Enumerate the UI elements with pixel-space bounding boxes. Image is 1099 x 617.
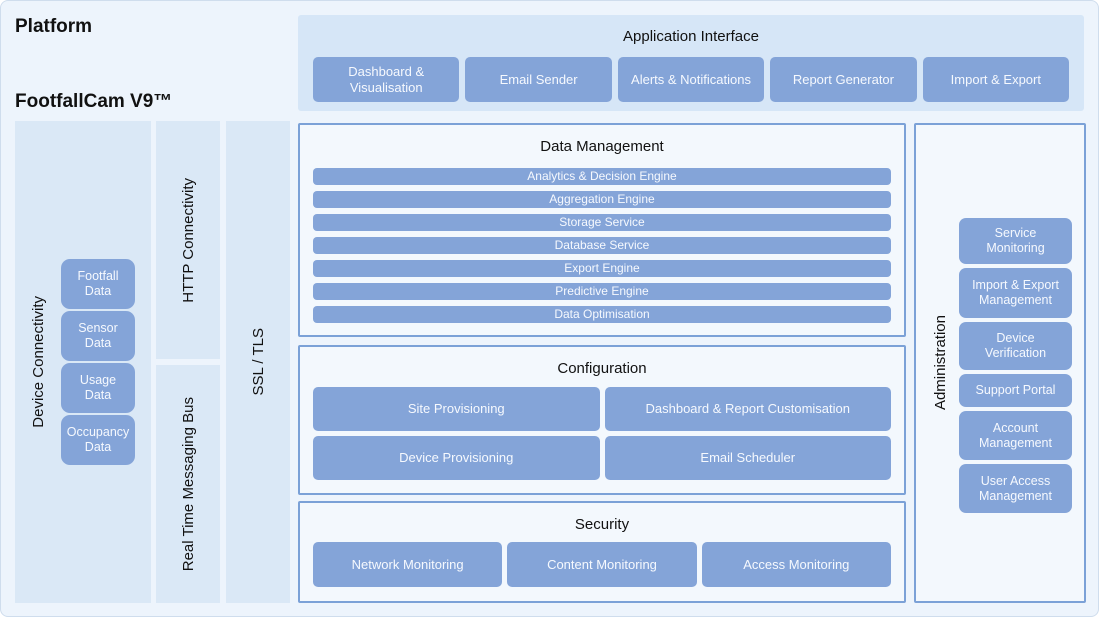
node-account-management: Account Management: [959, 411, 1072, 460]
node-content-monitoring: Content Monitoring: [507, 542, 697, 587]
node-report-generator: Report Generator: [770, 57, 917, 102]
node-import-export-management: Import & Export Management: [959, 268, 1072, 318]
node-data-optimisation: Data Optimisation: [313, 306, 891, 323]
administration-boxes: Service Monitoring Import & Export Manag…: [959, 218, 1072, 513]
node-aggregation-engine: Aggregation Engine: [313, 191, 891, 208]
device-connectivity-column: Device Connectivity Footfall Data Sensor…: [15, 121, 151, 603]
security-section: Security Network Monitoring Content Moni…: [298, 501, 906, 603]
node-device-provisioning: Device Provisioning: [313, 436, 600, 480]
node-device-verification: Device Verification: [959, 322, 1072, 370]
ssl-tls-column: SSL / TLS: [226, 121, 290, 603]
application-interface-buttons: Dashboard & Visualisation Email Sender A…: [313, 57, 1070, 102]
http-connectivity-column: HTTP Connectivity: [156, 121, 220, 359]
node-email-sender: Email Sender: [465, 57, 612, 102]
node-usage-data: Usage Data: [61, 363, 135, 413]
data-management-rows: Analytics & Decision Engine Aggregation …: [313, 168, 891, 323]
node-sensor-data: Sensor Data: [61, 311, 135, 361]
real-time-messaging-bus-column: Real Time Messaging Bus: [156, 365, 220, 603]
http-connectivity-label-area: HTTP Connectivity: [156, 121, 220, 359]
device-connectivity-boxes: Footfall Data Sensor Data Usage Data Occ…: [61, 259, 135, 465]
administration-label-area: Administration: [922, 125, 958, 601]
data-management-section: Data Management Analytics & Decision Eng…: [298, 123, 906, 337]
application-interface-panel: Application Interface Dashboard & Visual…: [298, 15, 1084, 111]
application-interface-title: Application Interface: [623, 28, 759, 45]
real-time-messaging-bus-label-area: Real Time Messaging Bus: [156, 365, 220, 603]
node-import-export: Import & Export: [922, 57, 1070, 102]
node-network-monitoring: Network Monitoring: [313, 542, 503, 587]
node-dashboard-visualisation: Dashboard & Visualisation: [313, 57, 460, 102]
node-analytics-decision-engine: Analytics & Decision Engine: [313, 168, 891, 185]
node-storage-service: Storage Service: [313, 214, 891, 231]
node-dashboard-report-customisation: Dashboard & Report Customisation: [604, 387, 891, 431]
node-user-access-management: User Access Management: [959, 464, 1072, 513]
node-footfall-data: Footfall Data: [61, 259, 135, 309]
node-predictive-engine: Predictive Engine: [313, 283, 891, 300]
device-connectivity-label-area: Device Connectivity: [15, 121, 61, 603]
http-connectivity-label: HTTP Connectivity: [179, 177, 197, 303]
ssl-tls-label: SSL / TLS: [249, 328, 267, 396]
node-export-engine: Export Engine: [313, 260, 891, 277]
configuration-title: Configuration: [557, 360, 647, 377]
node-email-scheduler: Email Scheduler: [604, 436, 891, 480]
data-management-title: Data Management: [540, 138, 664, 155]
administration-section: Administration Service Monitoring Import…: [914, 123, 1086, 603]
node-alerts-notifications: Alerts & Notifications: [617, 57, 765, 102]
security-buttons: Network Monitoring Content Monitoring Ac…: [313, 542, 891, 587]
product-title: FootfallCam V9™: [15, 91, 173, 112]
configuration-section: Configuration Site Provisioning Dashboar…: [298, 345, 906, 495]
node-occupancy-data: Occupancy Data: [61, 415, 135, 465]
real-time-messaging-bus-label: Real Time Messaging Bus: [179, 396, 197, 572]
administration-label: Administration: [931, 315, 949, 411]
security-title: Security: [574, 516, 630, 533]
node-database-service: Database Service: [313, 237, 891, 254]
node-access-monitoring: Access Monitoring: [701, 542, 891, 587]
configuration-buttons: Site Provisioning Dashboard & Report Cus…: [313, 387, 891, 480]
ssl-tls-label-area: SSL / TLS: [226, 121, 290, 603]
node-support-portal: Support Portal: [959, 374, 1072, 407]
node-site-provisioning: Site Provisioning: [313, 387, 600, 431]
platform-title: Platform: [15, 16, 93, 37]
node-service-monitoring: Service Monitoring: [959, 218, 1072, 264]
device-connectivity-label: Device Connectivity: [29, 296, 47, 428]
